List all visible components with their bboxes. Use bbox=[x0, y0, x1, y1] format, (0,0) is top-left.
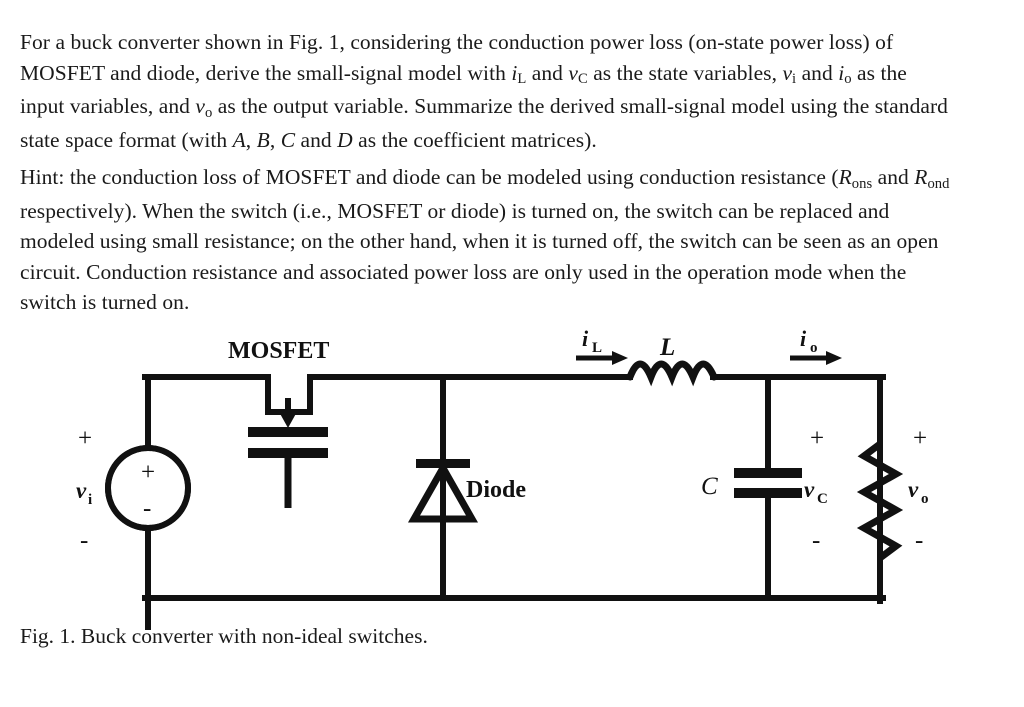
capacitor-polarity-minus: - bbox=[812, 527, 820, 554]
output-current-subscript: o bbox=[810, 340, 818, 356]
p1-segment-6: as the output variable. Summarize the de… bbox=[20, 94, 948, 152]
inductor-coil-icon bbox=[626, 360, 718, 387]
hint-paragraph: Hint: the conduction loss of MOSFET and … bbox=[20, 162, 956, 318]
problem-statement-paragraph: For a buck converter shown in Fig. 1, co… bbox=[20, 27, 956, 155]
symbol-input-voltage: vi bbox=[782, 60, 797, 88]
figure-caption: Fig. 1. Buck converter with non-ideal sw… bbox=[20, 624, 428, 648]
paragraph-1-text: For a buck converter shown in Fig. 1, co… bbox=[20, 27, 956, 155]
symbol-output-voltage: vo bbox=[195, 94, 213, 121]
mosfet-body-arrowhead-icon bbox=[278, 410, 298, 428]
capacitor-plate-upper bbox=[734, 468, 802, 478]
mosfet-label: MOSFET bbox=[228, 338, 329, 364]
source-polarity-plus: + bbox=[141, 459, 155, 486]
p1-segment-2: and bbox=[526, 60, 569, 85]
capacitor-voltage-label: v C bbox=[804, 477, 828, 507]
output-polarity-minus: - bbox=[915, 527, 923, 554]
arrow-il-head-icon bbox=[612, 351, 628, 365]
symbol-matrix-c: C bbox=[280, 127, 296, 152]
p1-comma-1: , bbox=[245, 127, 257, 152]
source-polarity-minus: - bbox=[143, 495, 151, 522]
inductor-current-symbol: i bbox=[582, 326, 589, 351]
output-voltage-symbol: v bbox=[908, 477, 919, 502]
p2-segment-3: respectively). When the switch (i.e., MO… bbox=[20, 198, 939, 315]
output-current-symbol: i bbox=[800, 326, 807, 351]
diode-triangle-icon bbox=[407, 460, 479, 523]
inductor-current-subscript: L bbox=[592, 340, 602, 356]
input-voltage-symbol: v bbox=[76, 478, 87, 503]
load-resistor-icon bbox=[856, 441, 904, 561]
symbol-rons: Rons bbox=[838, 165, 873, 192]
p2-segment-2: and bbox=[872, 165, 915, 189]
circuit-diagram-svg: MOSFET Diode L C i L i o + v i - bbox=[76, 326, 929, 630]
input-polarity-minus: - bbox=[80, 527, 88, 554]
input-polarity-plus: + bbox=[78, 425, 92, 452]
input-voltage-label: v i bbox=[76, 478, 92, 508]
symbol-matrix-d: D bbox=[337, 127, 353, 152]
paragraph-2-text: Hint: the conduction loss of MOSFET and … bbox=[20, 162, 956, 318]
p2-segment-1: Hint: the conduction loss of MOSFET and … bbox=[20, 165, 839, 189]
p1-segment-5: as the input variables, and bbox=[20, 60, 907, 119]
inductor-label: L bbox=[659, 334, 675, 361]
input-voltage-subscript: i bbox=[88, 492, 92, 508]
capacitor-polarity-plus: + bbox=[810, 425, 824, 452]
symbol-matrix-b: B bbox=[256, 127, 270, 152]
output-voltage-label: v o bbox=[908, 477, 929, 507]
symbol-rond: Rond bbox=[914, 165, 950, 192]
p1-segment-3: as the state variables, bbox=[587, 60, 783, 85]
mosfet-channel-bar-upper bbox=[248, 427, 328, 437]
buck-converter-figure: MOSFET Diode L C i L i o + v i - bbox=[0, 320, 1024, 630]
source-fill bbox=[111, 451, 185, 525]
capacitor-plate-lower bbox=[734, 488, 802, 498]
current-arrow-inductor bbox=[576, 351, 628, 365]
p1-segment-4: and bbox=[796, 60, 839, 85]
mosfet-channel-bar-lower bbox=[248, 448, 328, 458]
capacitor-voltage-subscript: C bbox=[817, 491, 828, 507]
p1-segment-7: as the coefficient matrices). bbox=[352, 127, 597, 152]
diode-label: Diode bbox=[466, 477, 526, 503]
symbol-inductor-current: iL bbox=[511, 60, 527, 88]
p1-comma-2: , bbox=[269, 127, 281, 152]
output-current-label: i o bbox=[800, 326, 818, 356]
symbol-output-current: io bbox=[838, 60, 852, 88]
output-voltage-subscript: o bbox=[921, 491, 929, 507]
source-outline bbox=[105, 445, 191, 531]
current-arrow-output bbox=[790, 351, 842, 365]
symbol-capacitor-voltage: vC bbox=[568, 60, 588, 88]
capacitor-label: C bbox=[701, 473, 718, 500]
output-polarity-plus: + bbox=[913, 425, 927, 452]
capacitor-voltage-symbol: v bbox=[804, 477, 815, 502]
arrow-io-head-icon bbox=[826, 351, 842, 365]
inductor-current-label: i L bbox=[582, 326, 602, 356]
symbol-matrix-a: A bbox=[232, 127, 246, 152]
p1-segment-1: For a buck converter shown in Fig. 1, co… bbox=[20, 30, 894, 85]
p1-conj: and bbox=[295, 127, 338, 152]
